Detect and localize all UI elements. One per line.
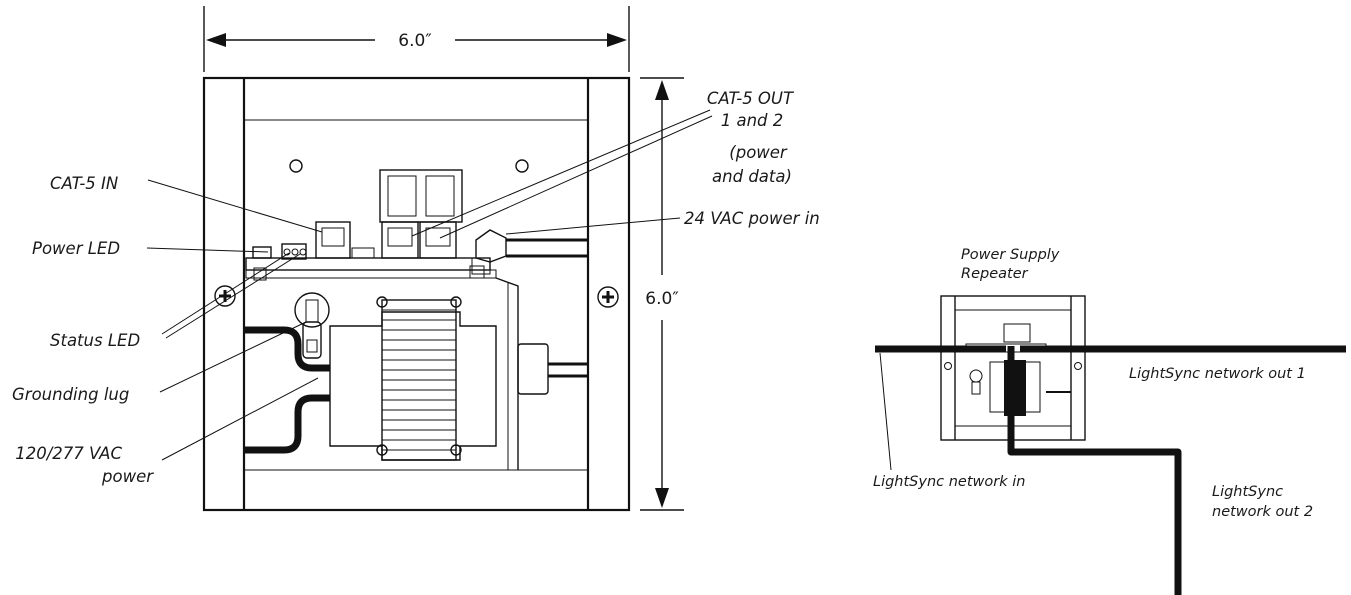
- screw-icon: [597, 286, 619, 308]
- screw-icon: [1074, 362, 1082, 370]
- net-out1-label: LightSync network out 1: [1129, 366, 1306, 382]
- screw-icon: [944, 362, 952, 370]
- enclosure: [202, 76, 631, 512]
- cat5-out-label-3: (power: [729, 143, 788, 162]
- callouts-right: CAT-5 OUT 1 and 2 (power and data) 24 VA…: [411, 89, 820, 239]
- network-diagram: Power Supply Repeater LightSync network …: [873, 247, 1346, 595]
- net-out2-label-2: network out 2: [1212, 504, 1313, 520]
- vac24-in-label: 24 VAC power in: [684, 209, 820, 228]
- circuit-board: [245, 257, 491, 271]
- cat5-out-label-2: 1 and 2: [721, 111, 784, 130]
- power-led-label: Power LED: [32, 239, 120, 258]
- width-dimension: 6.0″: [203, 6, 630, 72]
- rj45-jack-icon: [381, 221, 419, 259]
- callouts-left: CAT-5 IN Power LED Status LED Grounding …: [12, 174, 323, 486]
- width-label: 6.0″: [398, 31, 431, 51]
- network-out2-cable: [1007, 346, 1182, 595]
- mounting-hole: [289, 159, 303, 173]
- vac-power-label-1: 120/277 VAC: [15, 444, 122, 463]
- rj45-jack-icon: [419, 221, 457, 259]
- cat5-in-label: CAT-5 IN: [50, 174, 118, 193]
- status-led-label: Status LED: [50, 331, 140, 350]
- mounting-hole: [515, 159, 529, 173]
- unit-label-1: Power Supply: [961, 247, 1060, 263]
- rj45-jack-icon: [315, 221, 375, 259]
- unit-label-2: Repeater: [961, 266, 1029, 282]
- transformer-icon: [329, 296, 497, 461]
- cat5-out-label-4: and data): [712, 167, 792, 186]
- grounding-lug: [294, 292, 330, 359]
- led-icon: [252, 243, 307, 260]
- vac24-connector: [471, 229, 588, 275]
- grounding-lug-label: Grounding lug: [12, 385, 129, 404]
- net-out2-label-1: LightSync: [1212, 484, 1283, 500]
- net-in-label: LightSync network in: [873, 474, 1025, 490]
- vac-power-label-2: power: [101, 467, 154, 486]
- height-dimension: 6.0″: [640, 77, 684, 511]
- cat5-out-label-1: CAT-5 OUT: [707, 89, 795, 108]
- height-label: 6.0″: [645, 289, 678, 309]
